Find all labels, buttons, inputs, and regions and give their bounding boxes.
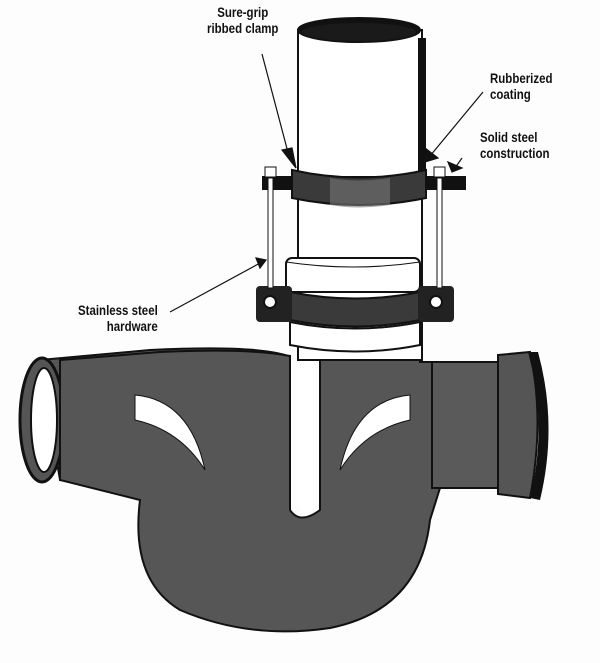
label-line: construction — [480, 145, 550, 161]
label-line: Solid steel — [480, 129, 538, 145]
p-trap-body — [18, 339, 549, 633]
stainless-bolts — [264, 166, 446, 289]
leader-lines — [169, 53, 484, 313]
label-rubberized-coating: Rubberized coating — [490, 70, 553, 102]
label-line: ribbed clamp — [207, 20, 279, 36]
coupling-ring — [285, 257, 421, 293]
label-sure-grip-clamp: Sure-grip ribbed clamp — [207, 4, 278, 36]
label-line: coating — [490, 86, 531, 102]
label-solid-steel: Solid steel construction — [480, 129, 550, 161]
lower-clamp — [256, 286, 454, 353]
label-line: Rubberized — [490, 70, 553, 86]
label-line: hardware — [106, 318, 158, 334]
label-stainless-hardware: Stainless steel hardware — [78, 302, 158, 334]
upper-clamp — [262, 168, 466, 208]
label-line: Stainless steel — [78, 302, 158, 318]
label-line: Sure-grip — [217, 4, 269, 20]
